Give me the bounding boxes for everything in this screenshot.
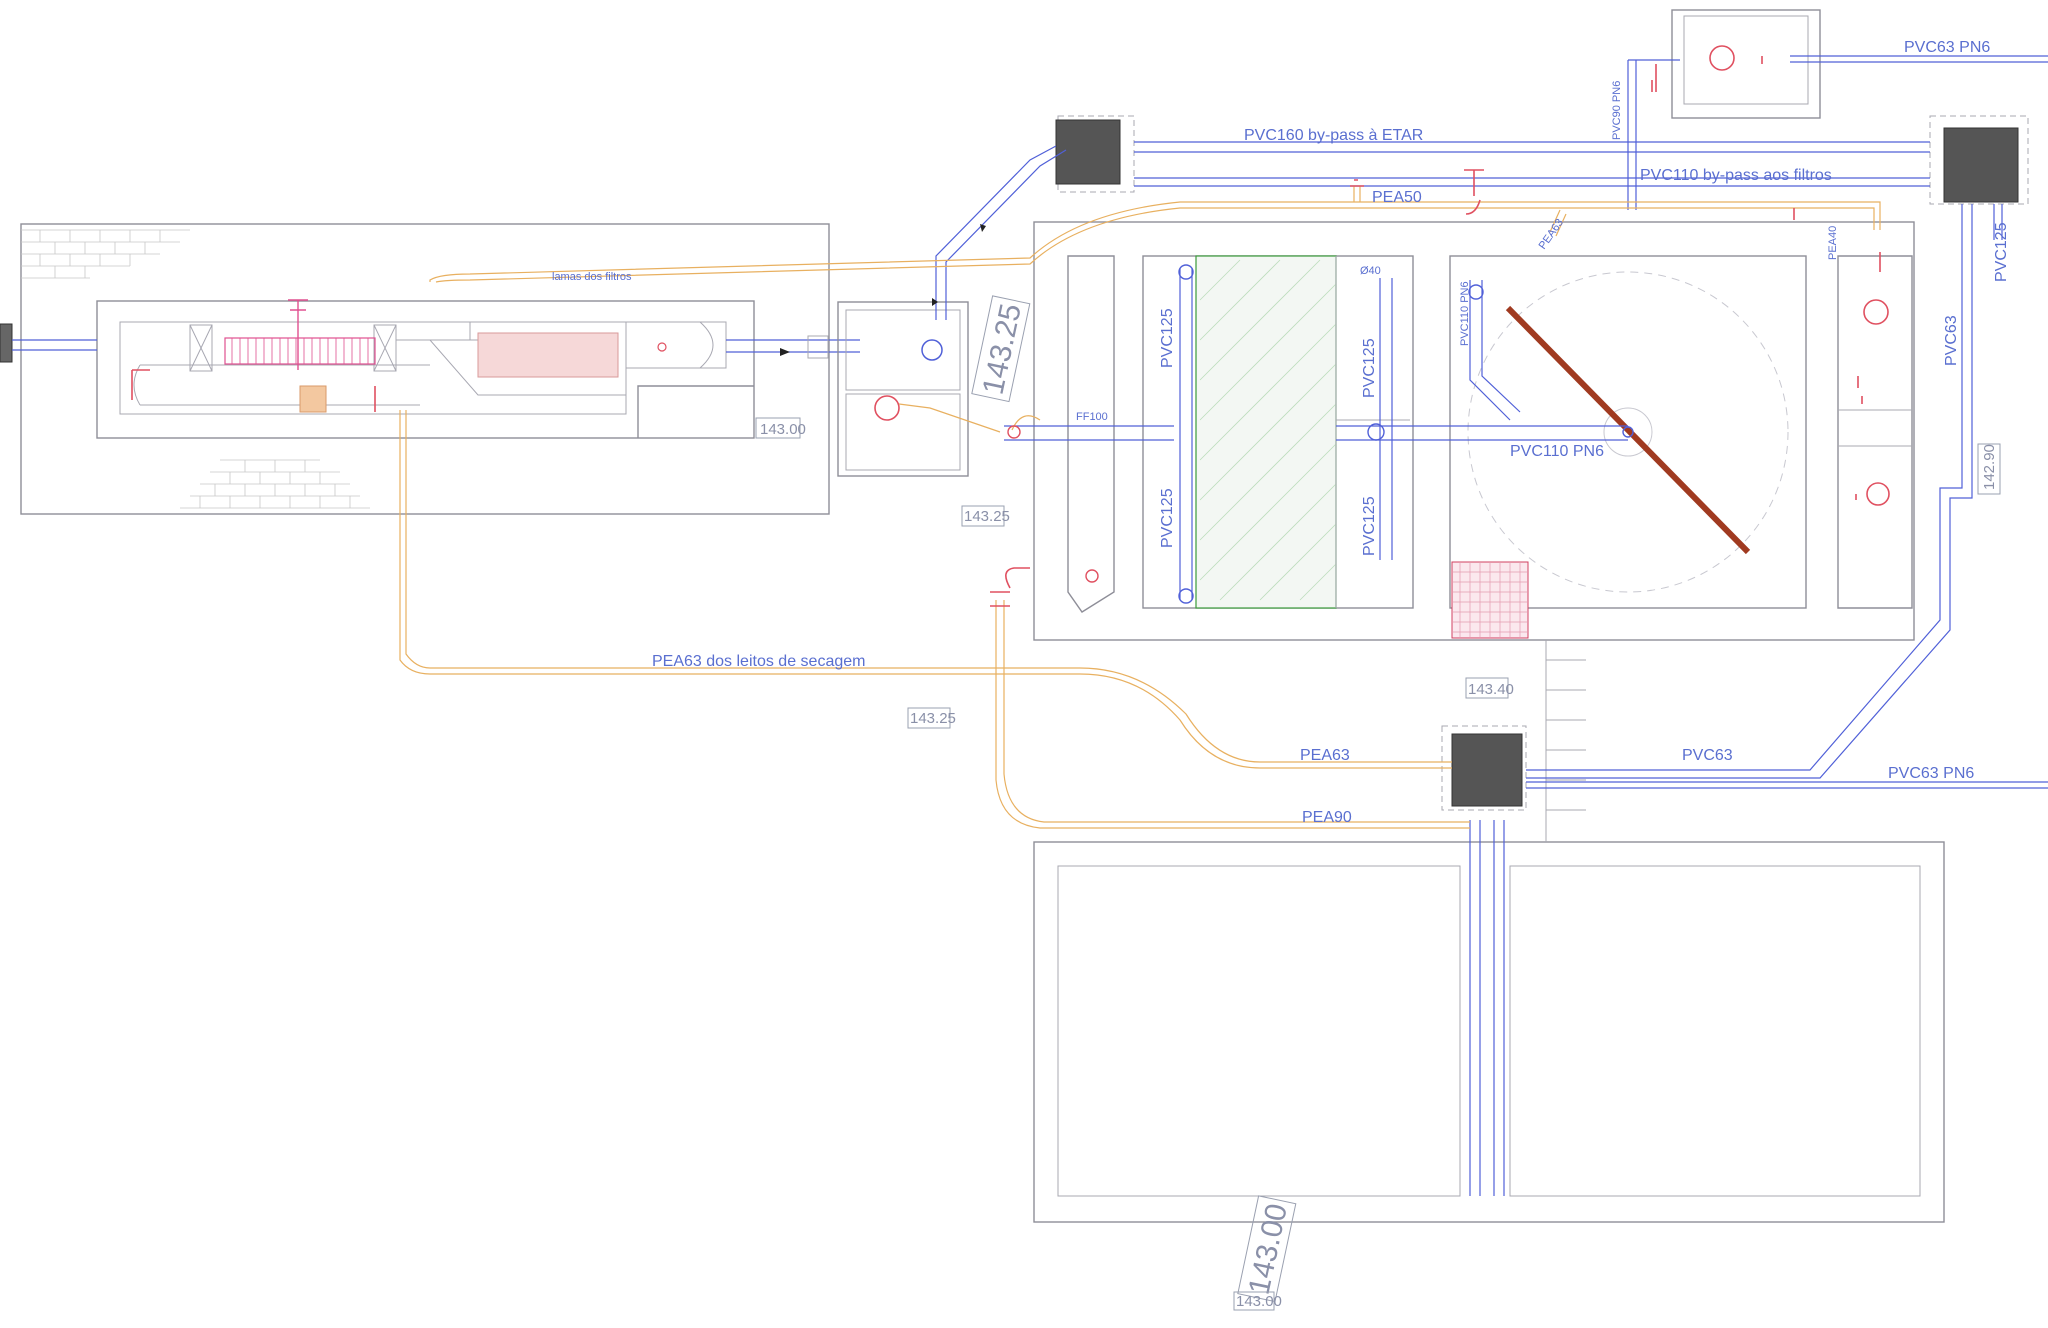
elevation-143-00-left: 143.00 (760, 421, 806, 438)
label-pvc125-c: PVC125 (1361, 338, 1378, 398)
label-pvc125-d: PVC125 (1361, 496, 1378, 556)
flow-arrow-icon (780, 348, 790, 356)
label-pvc125-b: PVC125 (1159, 488, 1176, 548)
elevation-143-40: 143.40 (1468, 681, 1514, 698)
pipe-network (399, 55, 2048, 829)
filter-media-hatch (1199, 259, 1337, 601)
elevation-143-25-mid: 143.25 (964, 508, 1010, 525)
label-pvc125-right: PVC125 (1993, 222, 2010, 282)
label-pvc110-bypass: PVC110 by-pass aos filtros (1640, 167, 1832, 184)
pipe-labels: PVC160 by-pass à ETAR PVC110 by-pass aos… (552, 39, 2010, 826)
elevation-142-90: 142.90 (1981, 444, 1998, 490)
valve-icon (1709, 45, 1735, 71)
manhole-grate-icon (1451, 733, 1523, 807)
label-pvc90-pn6: PVC90 PN6 (1611, 81, 1623, 140)
drying-beds (1033, 640, 1945, 1223)
label-pvc125-a: PVC125 (1159, 308, 1176, 368)
inlet-works (0, 223, 860, 515)
label-pea40: PEA40 (1827, 226, 1839, 260)
label-pvc160-bypass: PVC160 by-pass à ETAR (1244, 127, 1423, 144)
label-ff100: FF100 (1076, 411, 1108, 423)
label-pvc63-pn6-top: PVC63 PN6 (1904, 39, 1990, 56)
manhole-grate-icon (1055, 119, 1121, 185)
label-pea90: PEA90 (1302, 809, 1352, 826)
manholes (1055, 9, 2029, 811)
label-lamas-filtros: lamas dos filtros (552, 271, 632, 283)
elevation-143-25-low: 143.25 (910, 710, 956, 727)
label-pvc110-pn6-vertical: PVC110 PN6 (1459, 281, 1471, 346)
label-valve-note: Ø40 (1360, 265, 1381, 277)
label-pea63-bottom: PEA63 (1300, 747, 1350, 764)
label-pea50: PEA50 (1372, 189, 1422, 206)
treatment-tank (1004, 221, 1915, 641)
label-pvc110-pn6-horizontal: PVC110 PN6 (1510, 443, 1604, 460)
label-pvc63-pn6-bottom: PVC63 PN6 (1888, 765, 1974, 782)
manhole-grate-icon (1943, 127, 2019, 203)
elevation-143-00-small: 143.00 (1236, 1293, 1282, 1310)
screen-equipment (224, 299, 376, 413)
brick-hatch (21, 229, 370, 509)
label-pvc63-right: PVC63 (1943, 315, 1960, 366)
pump-chamber (837, 301, 1001, 477)
sludge-hatch (1452, 562, 1528, 638)
label-pvc63-bottom: PVC63 (1682, 747, 1733, 764)
elevation-marks: 143.00 143.25 143.25 143.25 143.40 142.9… (755, 295, 2001, 1311)
label-pea63-leitos: PEA63 dos leitos de secagem (652, 653, 865, 670)
